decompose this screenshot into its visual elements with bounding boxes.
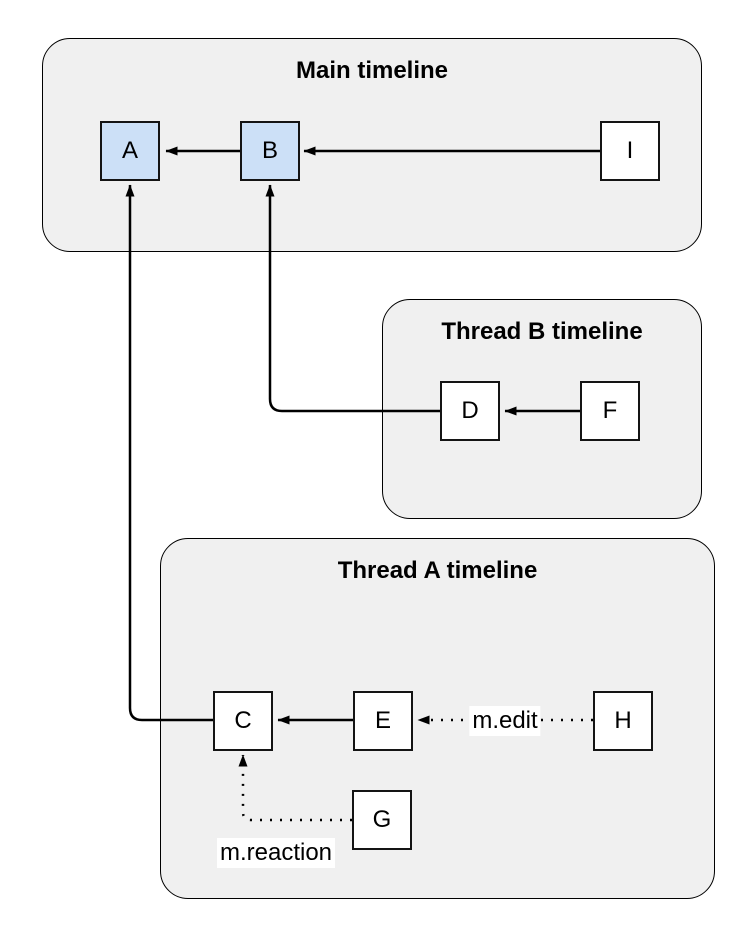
node-d: D [440,381,500,441]
edge-label-m-edit: m.edit [469,706,541,736]
main-timeline-title: Main timeline [295,57,449,84]
edge-label-m-reaction: m.reaction [216,838,336,868]
node-f: F [580,381,640,441]
node-i: I [600,121,660,181]
thread-b-timeline-title: Thread B timeline [441,318,643,345]
thread-a-timeline-title: Thread A timeline [337,557,538,584]
node-g: G [352,790,412,850]
node-b: B [240,121,300,181]
node-h: H [593,691,653,751]
node-c: C [213,691,273,751]
node-a: A [100,121,160,181]
container-thread-b-timeline: Thread B timeline [382,299,702,519]
node-e: E [353,691,413,751]
